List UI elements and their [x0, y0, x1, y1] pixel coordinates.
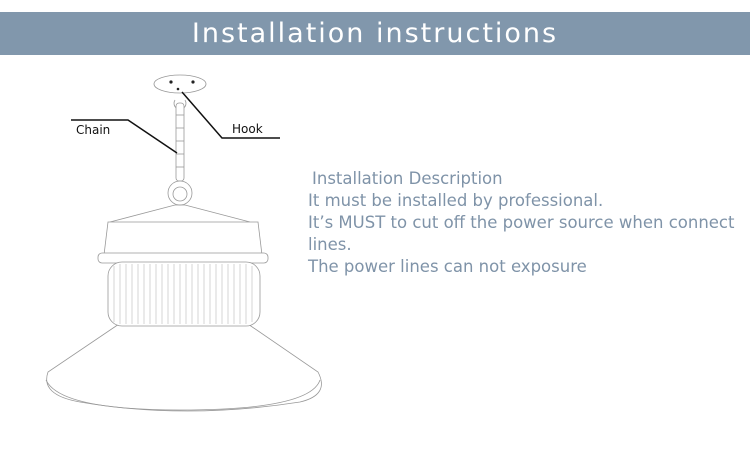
cone-reflector	[46, 321, 322, 412]
housing	[103, 221, 263, 256]
hook-leader-line	[181, 91, 280, 139]
hook-label: Hook	[232, 122, 263, 136]
ceiling-plate	[153, 74, 207, 94]
description-line: It must be installed by professional.	[308, 191, 604, 210]
banner-title: Installation instructions	[0, 12, 750, 55]
description-title: Installation Description	[312, 169, 503, 188]
description-line: It’s MUST to cut off the power source wh…	[308, 213, 735, 254]
heatsink	[107, 261, 261, 327]
installation-description: Installation Description It must be inst…	[308, 168, 738, 278]
chain-label: Chain	[76, 123, 111, 137]
chain-leader-line	[71, 119, 178, 154]
description-line: The power lines can not exposure	[308, 257, 587, 276]
